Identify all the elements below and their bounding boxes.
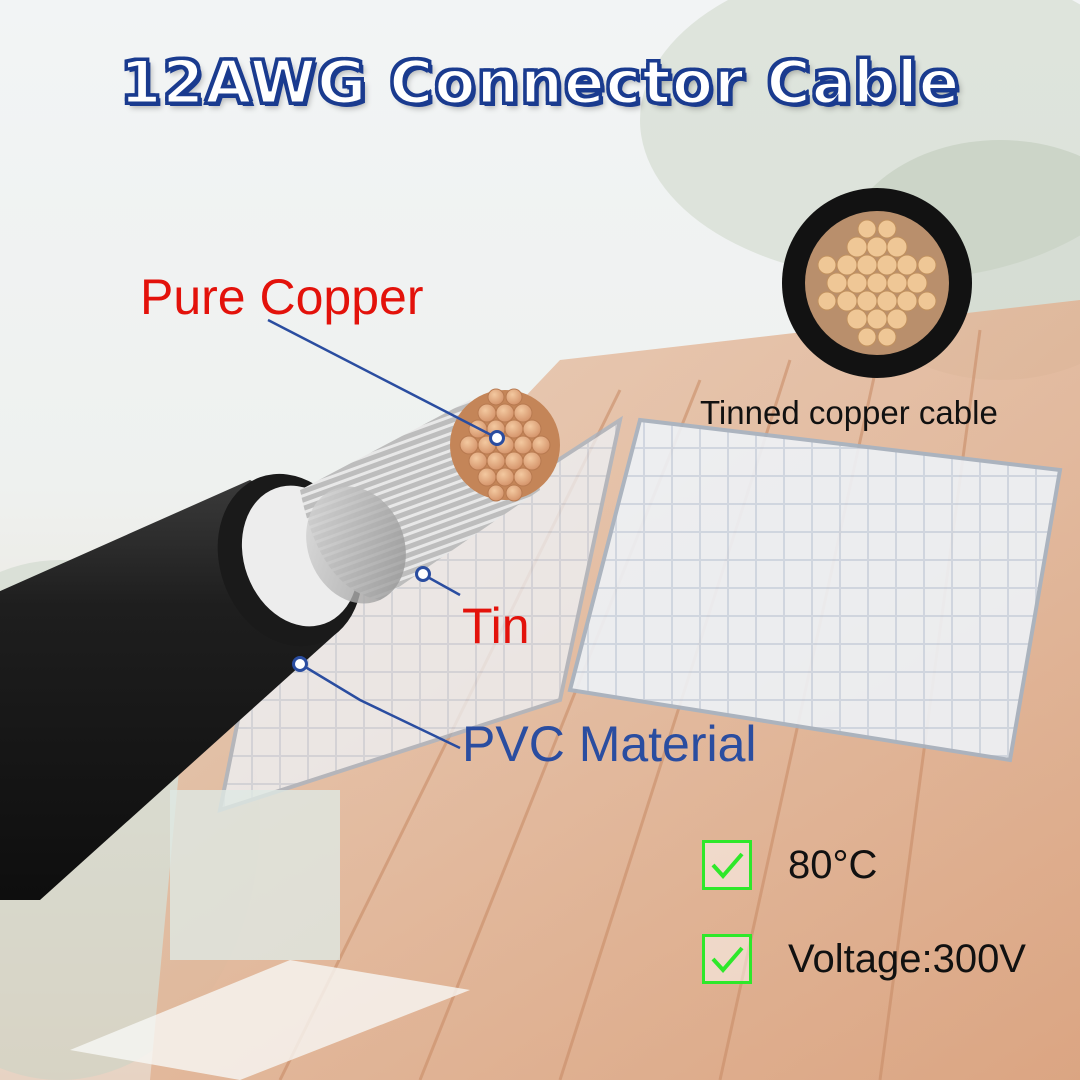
pvc-marker	[292, 656, 308, 672]
pure-copper-marker	[489, 430, 505, 446]
tin-label: Tin	[462, 598, 530, 654]
spec-temperature: 80°C	[702, 836, 877, 894]
page-title: 12AWG Connector Cable	[118, 47, 961, 120]
check-icon	[702, 840, 752, 890]
spec-temperature-text: 80°C	[788, 842, 878, 887]
pure-copper-label: Pure Copper	[140, 269, 424, 325]
spec-voltage-text: Voltage:300V	[788, 936, 1026, 981]
tin-marker	[415, 566, 431, 582]
spec-voltage: Voltage:300V	[702, 930, 1026, 988]
pvc-material-label: PVC Material	[462, 716, 757, 772]
check-icon	[702, 934, 752, 984]
tinned-copper-caption: Tinned copper cable	[700, 394, 998, 431]
